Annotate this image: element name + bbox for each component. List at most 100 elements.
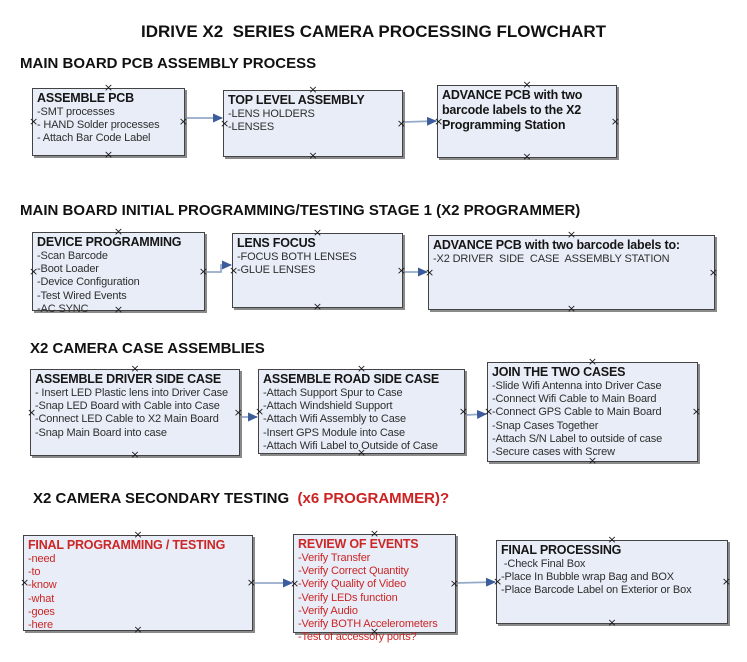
process-box: ASSEMBLE ROAD SIDE CASE-Attach Support S… (255, 363, 468, 458)
connector-arrow (465, 409, 487, 419)
selection-handle-icon: × (178, 115, 188, 128)
selection-handle-icon: × (312, 300, 323, 313)
process-box: JOIN THE TWO CASES-Slide Wifi Antenna in… (484, 356, 701, 466)
selection-handle-icon: × (308, 149, 318, 162)
box-title: ADVANCE PCB with two barcode labels to t… (442, 88, 583, 132)
box-item: -Verify LEDs function (298, 591, 398, 604)
selection-handle-icon: × (610, 114, 620, 128)
box-item: -Secure cases with Screw (492, 446, 615, 459)
box-item: -Check Final Box (501, 558, 586, 570)
box-item: -Place In Bubble wrap Bag and BOX (501, 571, 674, 584)
section-heading: MAIN BOARD INITIAL PROGRAMMING/TESTING S… (20, 202, 580, 219)
box-item: -Scan Barcode (37, 250, 108, 262)
box-item: -LENSES (228, 121, 275, 134)
box-title: ASSEMBLE ROAD SIDE CASE (263, 372, 439, 386)
box-item: -know (28, 579, 57, 592)
box-item: -Device Configuration (37, 276, 140, 289)
section-heading-text: X2 CAMERA SECONDARY TESTING (33, 490, 290, 507)
box-item: -what (28, 592, 55, 605)
box-item: - Attach Bar Code Label (37, 132, 151, 145)
box-item: -Place Barcode Label on Exterior or Box (501, 584, 692, 597)
box-title: ADVANCE PCB with two barcode labels to: (433, 238, 680, 252)
box-item: -Verify Transfer (298, 552, 371, 564)
process-box: ASSEMBLE PCB-SMT processes- HAND Solder … (29, 82, 188, 161)
process-box: TOP LEVEL ASSEMBLY-LENS HOLDERS-LENSES × ×… (220, 84, 406, 162)
box-title: ASSEMBLE DRIVER SIDE CASE (35, 372, 222, 386)
box-item: -to (28, 566, 41, 579)
box-item: -Test of accessory ports? (298, 631, 417, 644)
selection-handle-icon: × (396, 116, 406, 130)
box-item: -Connect Wifi Cable to Main Board (492, 393, 657, 406)
box-item: -Connect LED Cable to X2 Main Board (35, 413, 219, 426)
box-item: -need (28, 553, 56, 565)
connector-arrow (403, 116, 437, 126)
box-item: -Snap Cases Together (492, 419, 599, 432)
selection-handle-icon: × (425, 265, 435, 279)
selection-handle-icon: × (458, 404, 468, 418)
box-item: -Insert GPS Module into Case (263, 426, 405, 439)
section-heading: X2 CAMERA CASE ASSEMBLIES (30, 340, 265, 357)
box-item: - HAND Solder processes (37, 119, 160, 132)
box-item: -Connect GPS Cable to Main Board (492, 406, 662, 419)
section-heading-text: MAIN BOARD INITIAL PROGRAMMING/TESTING S… (20, 202, 581, 219)
selection-handle-icon: × (198, 264, 208, 278)
box-item: -Snap Main Board into case (35, 426, 167, 439)
selection-handle-icon: × (708, 265, 718, 279)
section-heading-text: MAIN BOARD PCB ASSEMBLY PROCESS (20, 55, 317, 72)
box-item: -here (28, 619, 53, 632)
box-title: TOP LEVEL ASSEMBLY (228, 93, 365, 107)
process-box: FINAL PROGRAMMING / TESTING-need-to-know… (20, 529, 256, 635)
selection-handle-icon: × (396, 263, 406, 277)
selection-handle-icon: × (522, 150, 532, 163)
section-heading-suffix: (x6 PROGRAMMER)? (289, 490, 450, 507)
box-title: JOIN THE TWO CASES (492, 365, 626, 379)
box-item: -AC SYNC (37, 302, 89, 315)
box-item: -Attach Windshield Support (263, 400, 393, 413)
box-item: -Verify Audio (298, 604, 358, 617)
box-item: -goes (28, 605, 55, 618)
connector-arrow (456, 577, 496, 587)
box-item: -LENS HOLDERS (228, 108, 315, 120)
box-item: -SMT processes (37, 106, 115, 118)
box-item: -Boot Loader (37, 263, 99, 276)
box-item: -Verify Correct Quantity (298, 565, 409, 578)
section-heading: MAIN BOARD PCB ASSEMBLY PROCESS (20, 55, 316, 72)
selection-handle-icon: × (721, 575, 731, 588)
process-box: REVIEW OF EVENTS-Verify Transfer-Verify … (290, 528, 459, 643)
selection-handle-icon: × (130, 448, 140, 461)
box-title: FINAL PROGRAMMING / TESTING (28, 538, 226, 552)
box-item: -FOCUS BOTH LENSES (237, 251, 357, 263)
process-box: ADVANCE PCB with two barcode labels to t… (434, 79, 620, 163)
selection-handle-icon: × (233, 405, 243, 419)
process-box: FINAL PROCESSING -Check Final Box-Place … (493, 534, 731, 629)
box-item: -Slide Wifi Antenna into Driver Case (492, 380, 662, 392)
selection-handle-icon: × (449, 576, 459, 590)
process-box: ADVANCE PCB with two barcode labels to:-… (425, 229, 718, 315)
box-title: DEVICE PROGRAMMING (37, 235, 182, 249)
box-item: -X2 DRIVER SIDE CASE ASSEMBLY STATION (433, 253, 670, 265)
process-box: DEVICE PROGRAMMING-Scan Barcode-Boot Loa… (29, 226, 208, 315)
section-heading: X2 CAMERA SECONDARY TESTING (x6 PROGRAMM… (33, 490, 449, 507)
box-title: REVIEW OF EVENTS (298, 537, 419, 551)
box-title: FINAL PROCESSING (501, 543, 622, 557)
process-box: LENS FOCUS-FOCUS BOTH LENSES-GLUE LENSES… (229, 227, 406, 313)
connector-arrow (206, 260, 232, 273)
box-item: -Snap LED Board with Cable into Case (35, 400, 220, 413)
selection-handle-icon: × (607, 616, 617, 629)
selection-handle-icon: × (246, 576, 256, 589)
flowchart-title: IDRIVE X2 SERIES CAMERA PROCESSING FLOWC… (140, 22, 607, 41)
box-item: -Attach Support Spur to Case (263, 387, 403, 399)
box-item: -Attach S/N Label to outside of case (492, 432, 663, 445)
box-title: ASSEMBLE PCB (37, 91, 134, 105)
box-item: -GLUE LENSES (237, 264, 316, 277)
box-item: - Insert LED Plastic lens into Driver Ca… (35, 387, 228, 399)
process-box: ASSEMBLE DRIVER SIDE CASE- Insert LED Pl… (27, 363, 243, 461)
box-item: -Attach Wifi Label to Outside of Case (263, 439, 438, 452)
selection-handle-icon: × (566, 302, 577, 315)
selection-handle-icon: × (103, 148, 114, 161)
box-title: LENS FOCUS (237, 236, 316, 250)
section-heading-text: X2 CAMERA CASE ASSEMBLIES (30, 340, 265, 357)
box-item: -Test Wired Events (37, 289, 127, 302)
selection-handle-icon: × (691, 405, 701, 418)
